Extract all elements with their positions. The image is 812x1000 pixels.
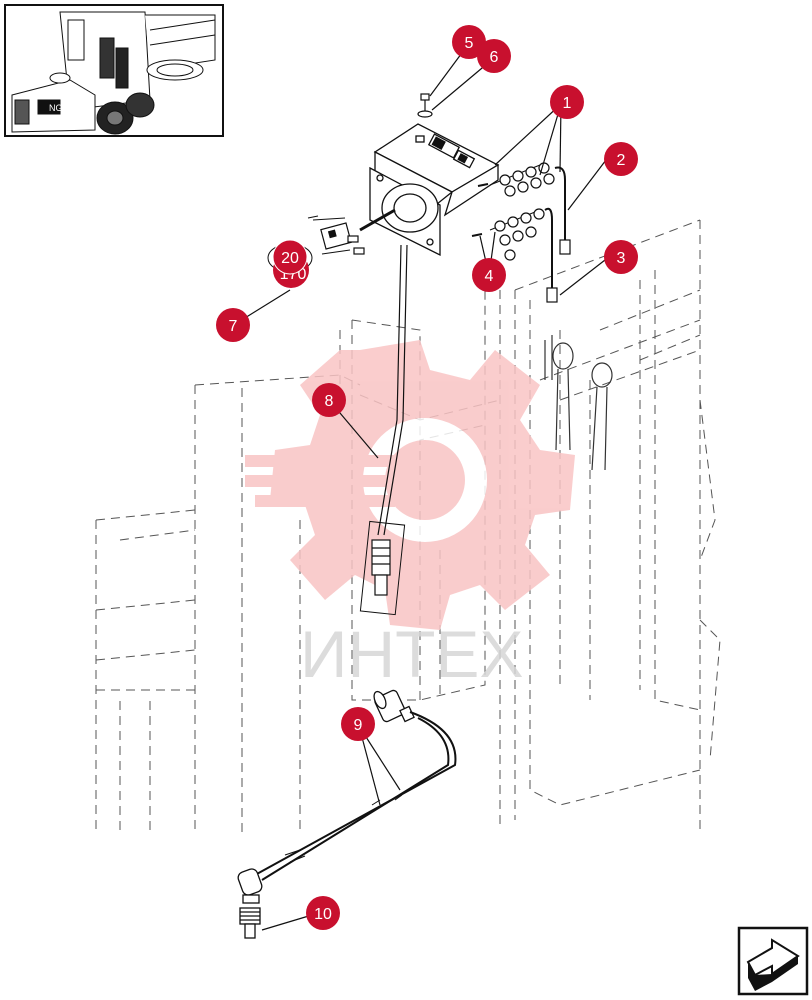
callout-8-badge — [312, 383, 346, 417]
callout-5: 5 — [452, 25, 486, 59]
callout-7-badge — [216, 308, 250, 342]
callout-3-label: 3 — [617, 250, 626, 267]
callout-20-170: 170 20 — [272, 239, 309, 288]
cable-harness — [359, 244, 408, 616]
electrical-connector — [267, 208, 396, 273]
callout-9-label: 9 — [354, 717, 363, 734]
callout-20-label: 20 — [281, 250, 299, 267]
callout-7-label: 7 — [229, 318, 238, 335]
callout-3-badge — [604, 240, 638, 274]
next-page-button[interactable] — [737, 926, 809, 996]
callout-4-badge — [472, 258, 506, 292]
callout-3: 3 — [604, 240, 638, 274]
callout-1: 1 — [550, 85, 584, 119]
watermark-text: ИНТЕХ — [300, 617, 523, 691]
callout-2-badge — [604, 142, 638, 176]
callout-6-badge — [477, 39, 511, 73]
callout-8: 8 — [312, 383, 346, 417]
callout-2-label: 2 — [617, 152, 626, 169]
callout-6: 6 — [477, 39, 511, 73]
control-levers — [544, 335, 613, 471]
callout-9-badge — [341, 707, 375, 741]
callout-1-badge — [550, 85, 584, 119]
callout-10: 10 — [306, 896, 340, 930]
callout-9: 9 — [341, 707, 375, 741]
callout-4: 4 — [472, 258, 506, 292]
callout-2: 2 — [604, 142, 638, 176]
watermark-logo: ИНТЕХ — [245, 340, 575, 691]
hydraulic-fittings — [471, 162, 571, 303]
callout-20-badge — [272, 239, 308, 275]
bolt-and-washer — [417, 93, 433, 118]
next-arrow-icon — [746, 938, 800, 991]
callout-10-label: 10 — [314, 906, 332, 923]
callout-5-badge — [452, 25, 486, 59]
callout-6-label: 6 — [490, 49, 499, 66]
callout-1-label: 1 — [563, 95, 572, 112]
callout-8-label: 8 — [325, 393, 334, 410]
callout-5-label: 5 — [465, 35, 474, 52]
control-box — [369, 123, 500, 257]
sensor-cable — [237, 689, 457, 939]
callout-4-label: 4 — [485, 268, 494, 285]
overview-thumbnail: NG — [4, 4, 224, 137]
callout-7: 7 — [216, 308, 250, 342]
callout-10-badge — [306, 896, 340, 930]
thumbnail-logo-text: NG — [49, 103, 63, 113]
